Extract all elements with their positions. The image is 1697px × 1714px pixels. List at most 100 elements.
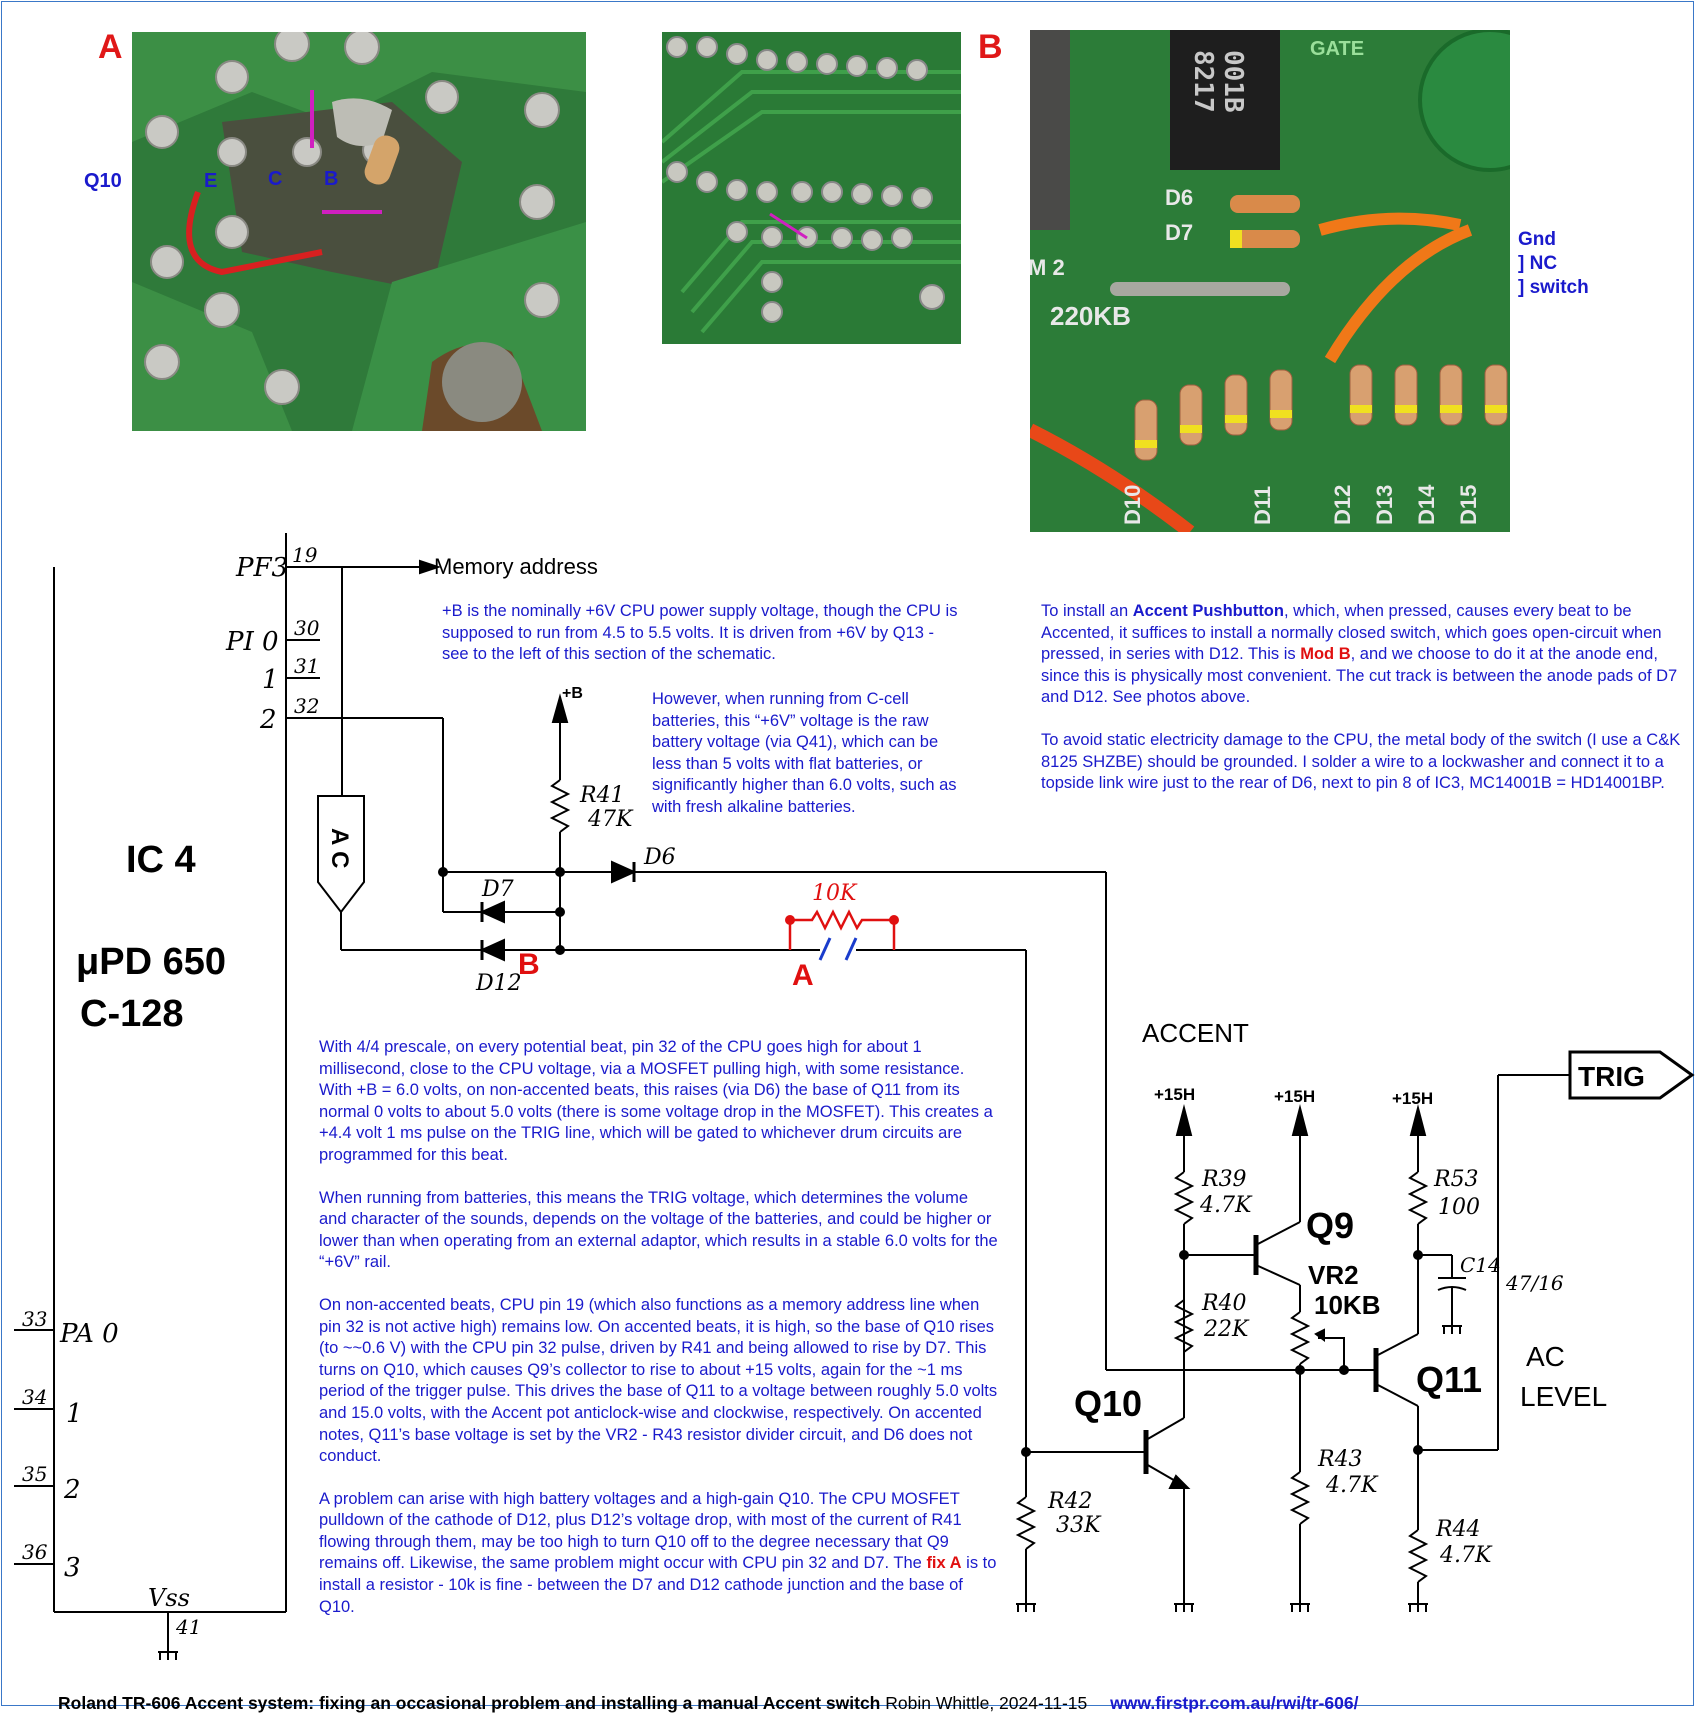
fix-resistor-value: 10K [812, 881, 858, 906]
board-d15: D15 [1456, 485, 1481, 525]
pin-41: 41 [175, 1615, 201, 1639]
accent-switch-text-a: To install an [1041, 602, 1133, 620]
r39-value: 4.7K [1199, 1193, 1253, 1218]
d12-label: D12 [475, 971, 522, 996]
note-gnd: Gnd [1518, 229, 1556, 250]
pin-1-label: 1 [262, 665, 279, 695]
pin-33: 33 [22, 1307, 47, 1331]
r53-name: R53 [1433, 1167, 1479, 1192]
q10-label: Q10 [1074, 1383, 1142, 1424]
accent-switch-text-e: , and we choose to do it at the anode en… [1041, 645, 1678, 707]
note-plus-b: +B is the nominally +6V CPU power supply… [442, 601, 962, 666]
main-para-1: With 4/4 prescale, on every potential be… [319, 1038, 993, 1164]
board-d13: D13 [1372, 485, 1397, 525]
r40-value: 22K [1203, 1317, 1250, 1342]
mod-b-emph: Mod B [1300, 645, 1351, 664]
photo-a-pin-e: E [204, 170, 218, 192]
ac-gate-label: A C [326, 828, 353, 868]
r44-value: 4.7K [1439, 1543, 1493, 1568]
main-para-2: When running from batteries, this means … [319, 1188, 998, 1272]
r42-value: 33K [1056, 1513, 1102, 1538]
r40-name: R40 [1201, 1291, 1247, 1316]
footer-title: Roland TR-606 Accent system: fixing an o… [58, 1693, 881, 1713]
chip-text-1: 001B [1218, 50, 1248, 113]
pin-2-label: 2 [259, 705, 277, 735]
board-d12: D12 [1330, 485, 1355, 525]
r43-name: R43 [1317, 1447, 1363, 1472]
r41-name: R41 [579, 783, 625, 808]
ic4-part-1: μPD 650 [76, 941, 226, 983]
note-battery: However, when running from C-cell batter… [652, 689, 958, 819]
supply-r39: +15H [1154, 1085, 1195, 1104]
board-gate: GATE [1310, 38, 1364, 60]
photo-b-side-notes: Gnd ] NC ] switch [1518, 228, 1589, 300]
memory-address-label: Memory address [434, 554, 598, 579]
board-d14: D14 [1414, 484, 1439, 525]
d6-label: D6 [643, 845, 676, 870]
photo-a [132, 32, 586, 431]
pin-19: 19 [292, 543, 318, 567]
board-d7: D7 [1165, 220, 1193, 245]
supply-r53: +15H [1392, 1089, 1433, 1108]
accent-pushbutton-emph: Accent Pushbutton [1132, 602, 1284, 620]
r42-name: R42 [1047, 1489, 1093, 1514]
q11-label: Q11 [1416, 1359, 1482, 1400]
note-main: With 4/4 prescale, on every potential be… [319, 1037, 999, 1618]
note-nc: ] NC [1518, 253, 1558, 274]
ic4-part-2: C-128 [80, 993, 184, 1035]
footer-url[interactable]: www.firstpr.com.au/rwi/tr-606/ [1110, 1693, 1359, 1713]
main-4-text-c: is to install a resistor - 10k is fine -… [319, 1554, 997, 1616]
pin-pa2-label: 2 [63, 1475, 81, 1505]
pin-34: 34 [22, 1385, 47, 1409]
photo-b: 001B 8217 GATE D6 D7 220KB M 2 D10 D11 [1030, 30, 1510, 532]
mod-b-marker: B [518, 948, 540, 981]
pin-35: 35 [22, 1462, 47, 1486]
board-m2: M 2 [1030, 255, 1065, 280]
pin-32: 32 [294, 694, 319, 718]
pin-pi0-label: PI 0 [225, 627, 279, 657]
footer-author: Robin Whittle, 2024-11-15 [885, 1693, 1088, 1713]
ac-level-1: AC [1526, 1341, 1565, 1372]
d7-label: D7 [481, 877, 514, 902]
fix-a-emph: fix A [926, 1554, 962, 1573]
r43-value: 4.7K [1325, 1473, 1379, 1498]
pin-pa1-label: 1 [66, 1399, 83, 1429]
vr2-name: VR2 [1308, 1260, 1359, 1290]
pin-30: 30 [294, 616, 320, 640]
accent-switch-para-2: To avoid static electricity damage to th… [1041, 730, 1681, 793]
pin-31: 31 [294, 654, 319, 678]
accent-label: ACCENT [1142, 1018, 1249, 1048]
pin-pf3-label: PF3 [235, 553, 288, 583]
photo-a-q10-label: Q10 [84, 170, 122, 192]
note-accent-switch: To install an Accent Pushbutton, which, … [1041, 601, 1686, 795]
main-4-text-a: A problem can arise with high battery vo… [319, 1489, 962, 1573]
footer: Roland TR-606 Accent system: fixing an o… [58, 1693, 1358, 1714]
fix-a-marker: A [792, 959, 814, 992]
board-d11: D11 [1250, 486, 1275, 525]
r44-name: R44 [1435, 1517, 1481, 1542]
photo-b-label: B [978, 28, 1003, 66]
r39-name: R39 [1201, 1167, 1247, 1192]
main-para-4: A problem can arise with high battery vo… [319, 1489, 999, 1619]
pin-vss-label: Vss [148, 1584, 190, 1612]
photo-a-label: A [98, 28, 123, 66]
chip-text-2: 8217 [1188, 50, 1218, 113]
photo-a-pin-b: B [324, 168, 339, 190]
accent-switch-text-c: , which, when pressed, causes every beat… [1041, 602, 1662, 664]
pin-pa3-label: 3 [64, 1553, 81, 1583]
board-d10: D10 [1120, 485, 1145, 525]
vr2-value: 10KB [1314, 1290, 1380, 1320]
battery-note-text: However, when running from C-cell batter… [652, 690, 957, 816]
accent-switch-para-1: To install an Accent Pushbutton, which, … [1041, 601, 1686, 709]
r41-value: 47K [587, 807, 634, 832]
q9-label: Q9 [1306, 1205, 1354, 1246]
note-switch: ] switch [1518, 277, 1589, 298]
r53-value: 100 [1438, 1195, 1480, 1220]
board-220kb: 220KB [1050, 301, 1131, 331]
plus-b-label: +B [562, 685, 583, 702]
ic4-name: IC 4 [126, 839, 196, 881]
main-para-3: On non-accented beats, CPU pin 19 (which… [319, 1295, 998, 1466]
ac-level-2: LEVEL [1520, 1381, 1607, 1412]
